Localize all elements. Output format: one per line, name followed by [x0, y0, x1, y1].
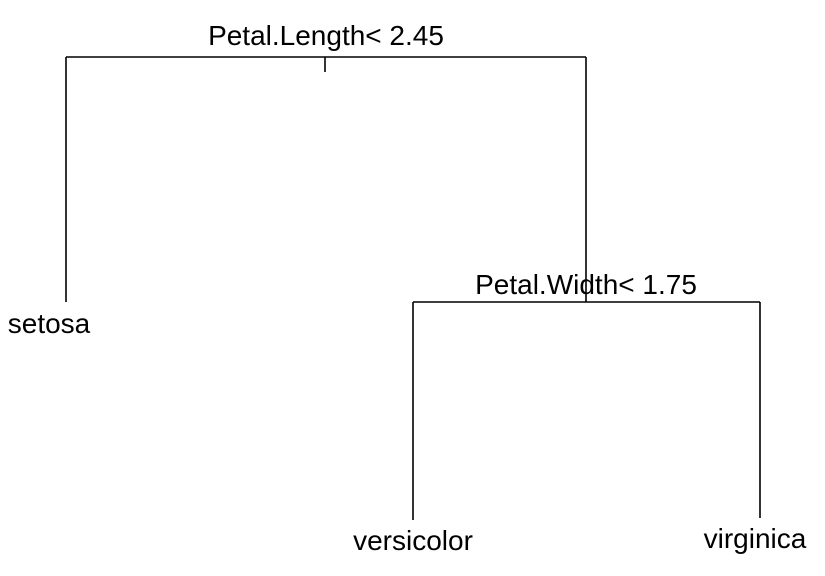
root-split-label: Petal.Length< 2.45 [208, 20, 444, 51]
leaf-label-virginica: virginica [704, 523, 807, 554]
second-split-branches [412, 301, 761, 520]
leaf-label-versicolor: versicolor [353, 525, 473, 556]
second-split-label: Petal.Width< 1.75 [475, 269, 697, 300]
root-split-branches [65, 56, 587, 302]
leaf-label-setosa: setosa [8, 308, 91, 339]
